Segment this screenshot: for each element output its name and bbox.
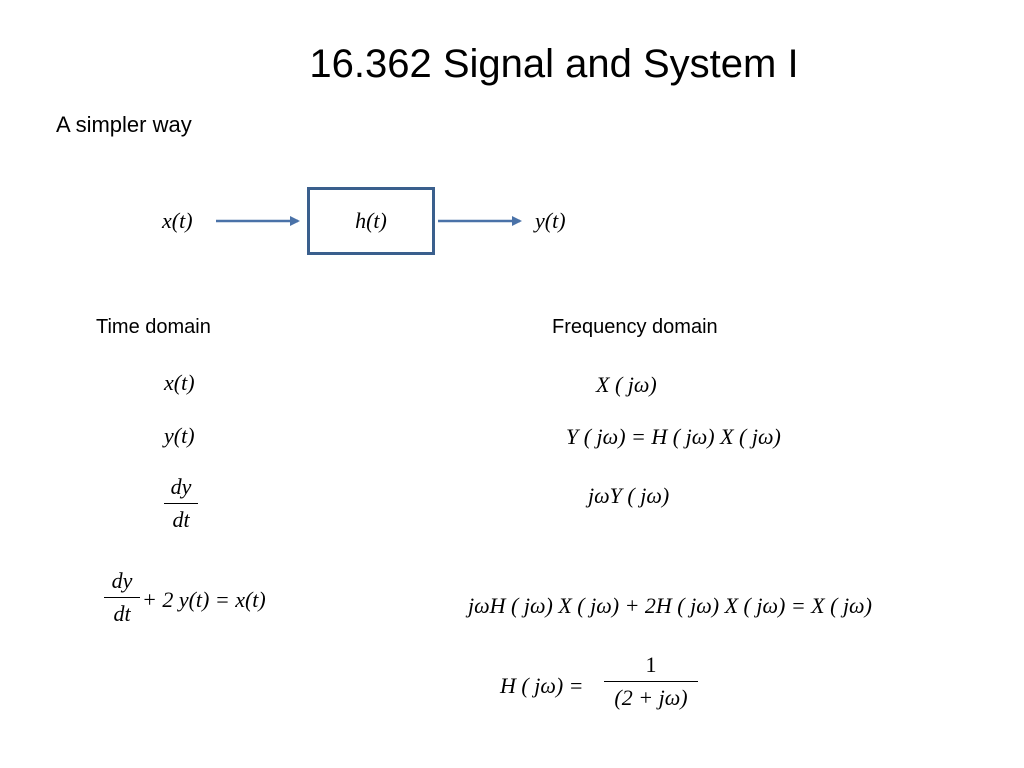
slide-title: 16.362 Signal and System I (309, 42, 799, 86)
time-derivative: dy dt (164, 474, 198, 533)
ode-fraction: dy dt (104, 568, 140, 627)
time-x: x(t) (164, 370, 195, 395)
freq-jwY: jωY ( jω) (588, 483, 670, 508)
freq-equation: jωH ( jω) X ( jω) + 2H ( jω) X ( jω) = X… (468, 593, 872, 618)
freq-X: X ( jω) (596, 372, 657, 397)
input-signal-label: x(t) (162, 208, 193, 233)
slide-subtitle: A simpler way (56, 112, 192, 137)
output-signal-label: y(t) (535, 208, 566, 233)
ode-rest: + 2 y(t) = x(t) (142, 587, 266, 612)
time-y: y(t) (164, 423, 195, 448)
time-domain-heading: Time domain (96, 316, 211, 338)
transfer-function-lhs: H ( jω) = (500, 673, 584, 698)
system-block: h(t) (307, 187, 435, 255)
frequency-domain-heading: Frequency domain (552, 316, 718, 338)
freq-Y: Y ( jω) = H ( jω) X ( jω) (566, 424, 781, 449)
transfer-function-fraction: 1 (2 + jω) (604, 652, 698, 711)
system-label: h(t) (355, 208, 387, 233)
